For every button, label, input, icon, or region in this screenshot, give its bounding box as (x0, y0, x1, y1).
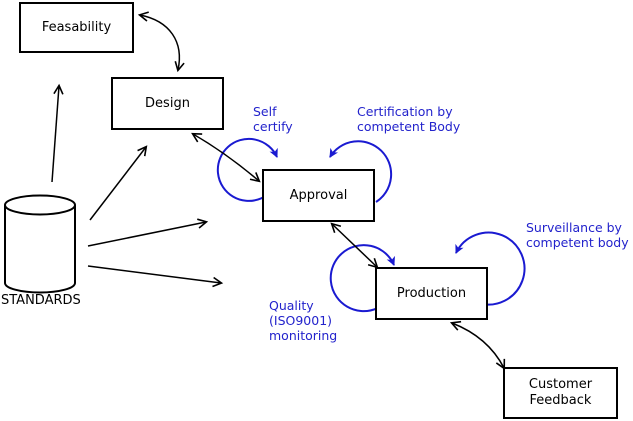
annotation-self-certify: Self certify (253, 104, 293, 134)
annotation-quality-monitoring: Quality (ISO9001) monitoring (269, 298, 338, 343)
node-production: Production (375, 267, 488, 320)
node-customer-feedback: Customer Feedback (503, 367, 618, 419)
certification-loop (329, 140, 393, 203)
surveillance-loop (455, 231, 526, 306)
annotation-certification: Certification by competent Body (357, 104, 461, 134)
annotation-surveillance: Surveillance by competent body (526, 220, 629, 250)
standards-label: STANDARDS (1, 293, 81, 308)
node-design: Design (111, 77, 224, 130)
node-approval: Approval (262, 169, 375, 222)
standards-cylinder-icon (4, 194, 76, 294)
node-feasability: Feasability (19, 2, 134, 53)
